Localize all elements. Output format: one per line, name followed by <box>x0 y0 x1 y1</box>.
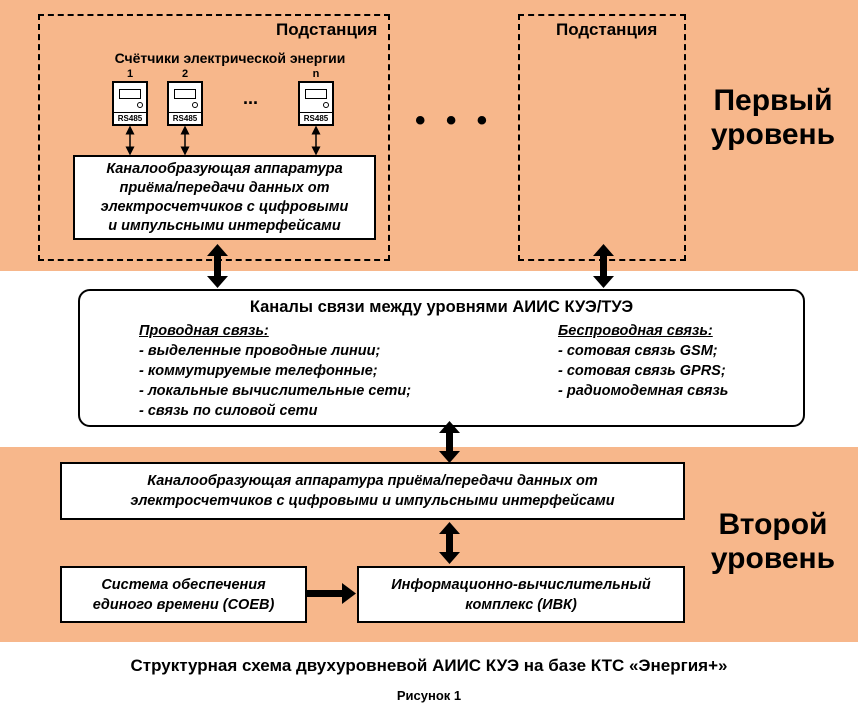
level2-channel-box: Каналообразующая аппаратура приёма/перед… <box>60 462 685 520</box>
substation-other-title: Подстанция <box>556 20 658 39</box>
wired-heading: Проводная связь: <box>139 323 269 339</box>
meters-ellipsis: ... <box>243 88 259 108</box>
ivk-line1: Информационно-вычислительный <box>391 577 651 593</box>
meters-label: Счётчики электрической энергии <box>114 50 346 66</box>
substation-main-to-channels-arrow <box>207 244 228 288</box>
figure-caption-number: Рисунок 1 <box>396 688 462 703</box>
wireless-item: - сотовая связь GSM; <box>558 343 718 359</box>
wireless-section: Беспроводная связь: - сотовая связь GSM;… <box>558 321 728 401</box>
meter-2-port-label: RS485 <box>169 112 201 124</box>
meter-2: RS485 <box>167 81 203 126</box>
soev-line2: единого времени (СОЕВ) <box>92 597 275 613</box>
level1-channel-line4: и импульсными интерфейсами <box>108 218 341 234</box>
channels-title: Каналы связи между уровнями АИИС КУЭ/ТУЭ <box>249 298 634 316</box>
meter-1: RS485 <box>112 81 148 126</box>
meter-n-number: n <box>312 68 320 80</box>
soev-box: Система обеспечения единого времени (СОЕ… <box>60 566 307 623</box>
wired-item: - связь по силовой сети <box>139 403 318 419</box>
channel-box-to-ivk-arrow <box>439 522 460 564</box>
wireless-item: - радиомодемная связь <box>558 383 729 399</box>
second-level-label-line2: уровень <box>710 542 836 575</box>
channels-to-level2-arrow <box>439 421 460 463</box>
meter-n-port-label: RS485 <box>300 112 332 124</box>
meter-n: RS485 <box>298 81 334 126</box>
meter-1-port-label: RS485 <box>114 112 146 124</box>
level2-channel-line1: Каналообразующая аппаратура приёма/перед… <box>147 473 598 489</box>
wired-item: - коммутируемые телефонные; <box>139 363 378 379</box>
figure-caption-title: Структурная схема двухуровневой АИИС КУЭ… <box>130 656 728 675</box>
second-level-label: Второй уровень <box>698 508 848 576</box>
level2-channel-line2: электросчетчиков с цифровыми и импульсны… <box>130 493 615 509</box>
level1-channel-line3: электросчетчиков с цифровыми <box>100 199 349 215</box>
wired-section: Проводная связь: - выделенные проводные … <box>139 321 411 421</box>
second-level-label-line1: Второй <box>718 508 828 541</box>
level1-channel-box: Каналообразующая аппаратура приёма/перед… <box>73 155 376 240</box>
first-level-label-line2: уровень <box>710 118 836 151</box>
soev-line1: Система обеспечения <box>101 577 266 593</box>
first-level-label-line1: Первый <box>713 84 833 117</box>
wireless-heading: Беспроводная связь: <box>558 323 713 339</box>
meter-2-number: 2 <box>181 68 189 80</box>
wired-item: - локальные вычислительные сети; <box>139 383 412 399</box>
first-level-label: Первый уровень <box>698 84 848 152</box>
channels-box <box>78 289 805 427</box>
level1-channel-line2: приёма/передачи данных от <box>119 180 330 196</box>
substation-main-title: Подстанция <box>276 20 378 39</box>
ivk-box: Информационно-вычислительный комплекс (И… <box>357 566 685 623</box>
wired-item: - выделенные проводные линии; <box>139 343 381 359</box>
wireless-item: - сотовая связь GPRS; <box>558 363 726 379</box>
ivk-line2: комплекс (ИВК) <box>465 597 577 613</box>
substation-other-to-channels-arrow <box>593 244 614 288</box>
level1-channel-line1: Каналообразующая аппаратура <box>106 161 343 177</box>
substations-ellipsis: • • • <box>415 104 494 137</box>
soev-to-ivk-arrow <box>307 583 356 604</box>
meter-1-number: 1 <box>126 68 134 80</box>
